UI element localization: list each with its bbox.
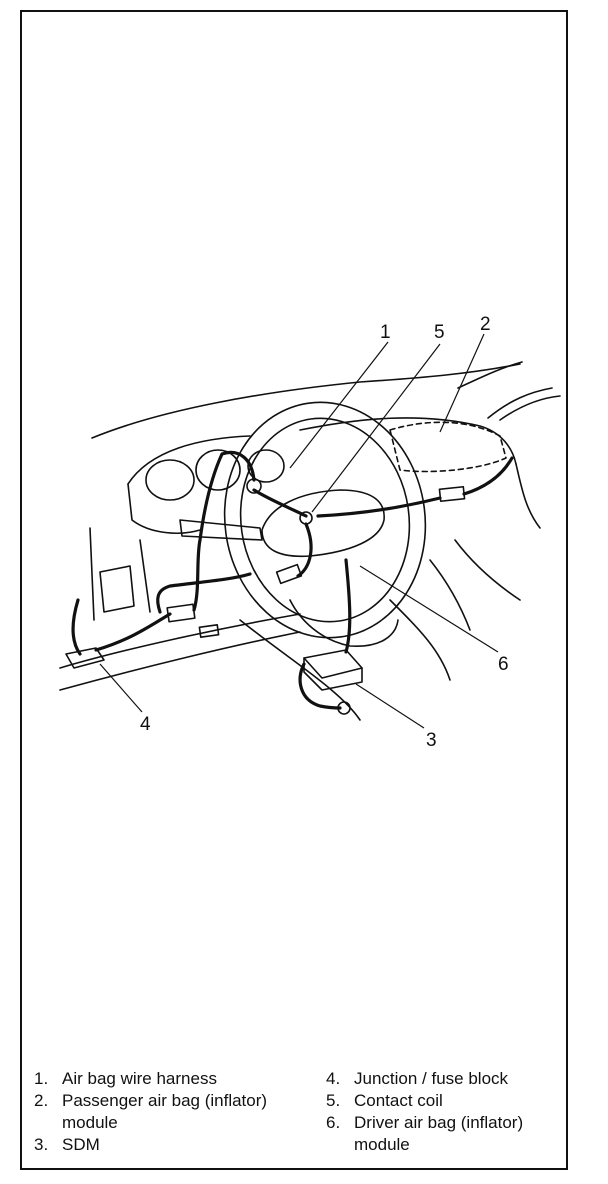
legend-text: Passenger air bag (inflator) module (62, 1091, 268, 1132)
callout-5: 5 (434, 322, 445, 343)
legend-text: SDM (62, 1135, 100, 1154)
sdm-box (303, 649, 363, 679)
gauge-left (145, 459, 195, 501)
legend-number: 6. (326, 1113, 341, 1132)
legend-number: 2. (34, 1091, 49, 1110)
legend-item: 4. Junction / fuse block (326, 1068, 556, 1090)
driver-airbag-module (261, 489, 385, 558)
diagram-frame (20, 10, 568, 1170)
connector-a (166, 603, 196, 623)
legend-item: 3. SDM (34, 1134, 314, 1156)
legend-item: 5. Contact coil (326, 1090, 556, 1112)
legend-item: 6. Driver air bag (inflator) module (326, 1112, 556, 1156)
gauge-center (195, 449, 241, 491)
callout-3: 3 (426, 730, 437, 751)
air-bag-wire-harness (71, 450, 514, 710)
dash-vent-left (99, 565, 135, 613)
legend-text: Air bag wire harness (62, 1069, 217, 1088)
legend-column-right: 4. Junction / fuse block 5. Contact coil… (326, 1068, 556, 1156)
connector-passenger (438, 485, 466, 503)
passenger-airbag-module (389, 421, 507, 473)
callout-2: 2 (480, 314, 491, 335)
windshield-base-line (91, 363, 521, 439)
callout-1: 1 (380, 322, 391, 343)
gauge-right (247, 449, 285, 483)
leader-lines (99, 333, 499, 729)
junction-fuse-block (65, 647, 105, 669)
legend-text: Contact coil (354, 1091, 443, 1110)
legend-column-left: 1. Air bag wire harness 2. Passenger air… (34, 1068, 314, 1156)
steering-wheel-rim (223, 401, 427, 639)
callout-4: 4 (140, 714, 151, 735)
callout-6: 6 (498, 654, 509, 675)
legend-text: Junction / fuse block (354, 1069, 509, 1088)
legend-number: 3. (34, 1135, 49, 1154)
legend-item: 2. Passenger air bag (inflator) module (34, 1090, 314, 1134)
legend-item: 1. Air bag wire harness (34, 1068, 314, 1090)
legend-number: 4. (326, 1069, 341, 1088)
legend-number: 5. (326, 1091, 341, 1110)
legend-number: 1. (34, 1069, 49, 1088)
legend-text: Driver air bag (inflator) module (354, 1113, 524, 1154)
dashboard-top (127, 435, 251, 485)
